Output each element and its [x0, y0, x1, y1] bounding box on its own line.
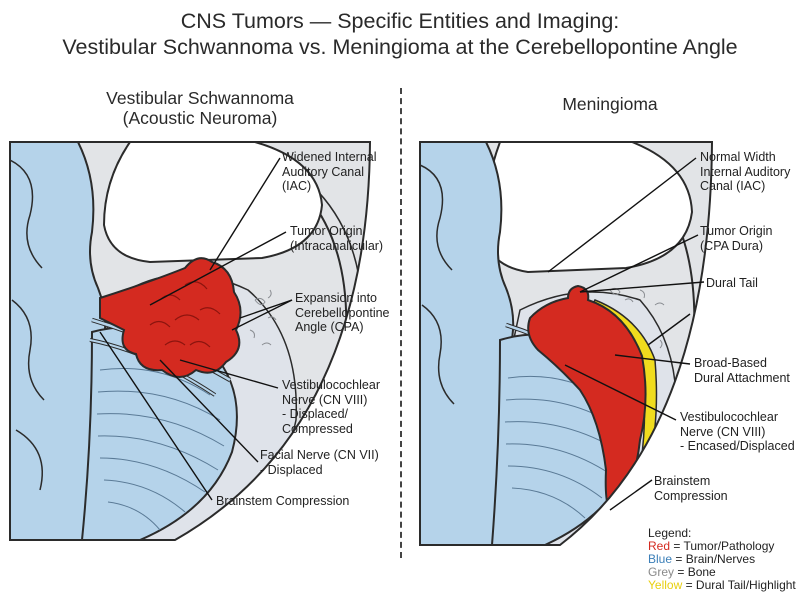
label-tumor-origin-cpa-dura: Tumor Origin(CPA Dura) — [700, 224, 773, 253]
right-meningioma-tumor — [527, 284, 647, 522]
label-tumor-origin-intracanalicular: Tumor Origin(Intracanalicular) — [290, 224, 384, 253]
left-panel-title-line2: (Acoustic Neuroma) — [122, 108, 278, 128]
legend-heading: Legend: — [648, 526, 692, 540]
legend-item-blue: Blue = Brain/Nerves — [648, 552, 756, 566]
right-anatomy — [420, 142, 712, 545]
main-title-line1: CNS Tumors — Specific Entities and Imagi… — [180, 9, 620, 33]
left-cerebellar-folia — [96, 367, 225, 531]
right-brainstem-fold — [421, 304, 455, 405]
left-petrous-bone — [102, 142, 324, 264]
left-panel-title-line1: Vestibular Schwannoma — [106, 88, 294, 108]
left-brainstem-fold — [15, 429, 44, 491]
right-leader-lines — [547, 157, 705, 511]
legend-item-red: Red = Tumor/Pathology — [648, 539, 775, 553]
left-brainstem-fold — [11, 299, 45, 401]
left-leader-lines — [99, 157, 293, 501]
left-bone-texture — [249, 289, 277, 346]
left-panel-frame — [9, 141, 372, 541]
legend: Legend: Red = Tumor/Pathology Blue = Bra… — [648, 527, 796, 592]
right-brainstem-fold — [420, 164, 453, 271]
right-panel-frame — [419, 141, 714, 546]
legend-item-grey: Grey = Bone — [648, 565, 716, 579]
left-brainstem-fold — [10, 159, 43, 269]
legend-item-yellow: Yellow = Dural Tail/Highlight — [648, 578, 796, 592]
left-anatomy — [10, 142, 370, 540]
panel-divider — [400, 88, 402, 558]
label-dural-tail: Dural Tail — [706, 276, 758, 290]
main-title-line2: Vestibular Schwannoma vs. Meningioma at … — [62, 35, 738, 59]
right-panel-title: Meningioma — [562, 94, 658, 114]
label-facial-nerve: Facial Nerve (CN VII)- Displaced — [260, 448, 379, 477]
label-brainstem-compression-left: Brainstem Compression — [216, 494, 350, 508]
